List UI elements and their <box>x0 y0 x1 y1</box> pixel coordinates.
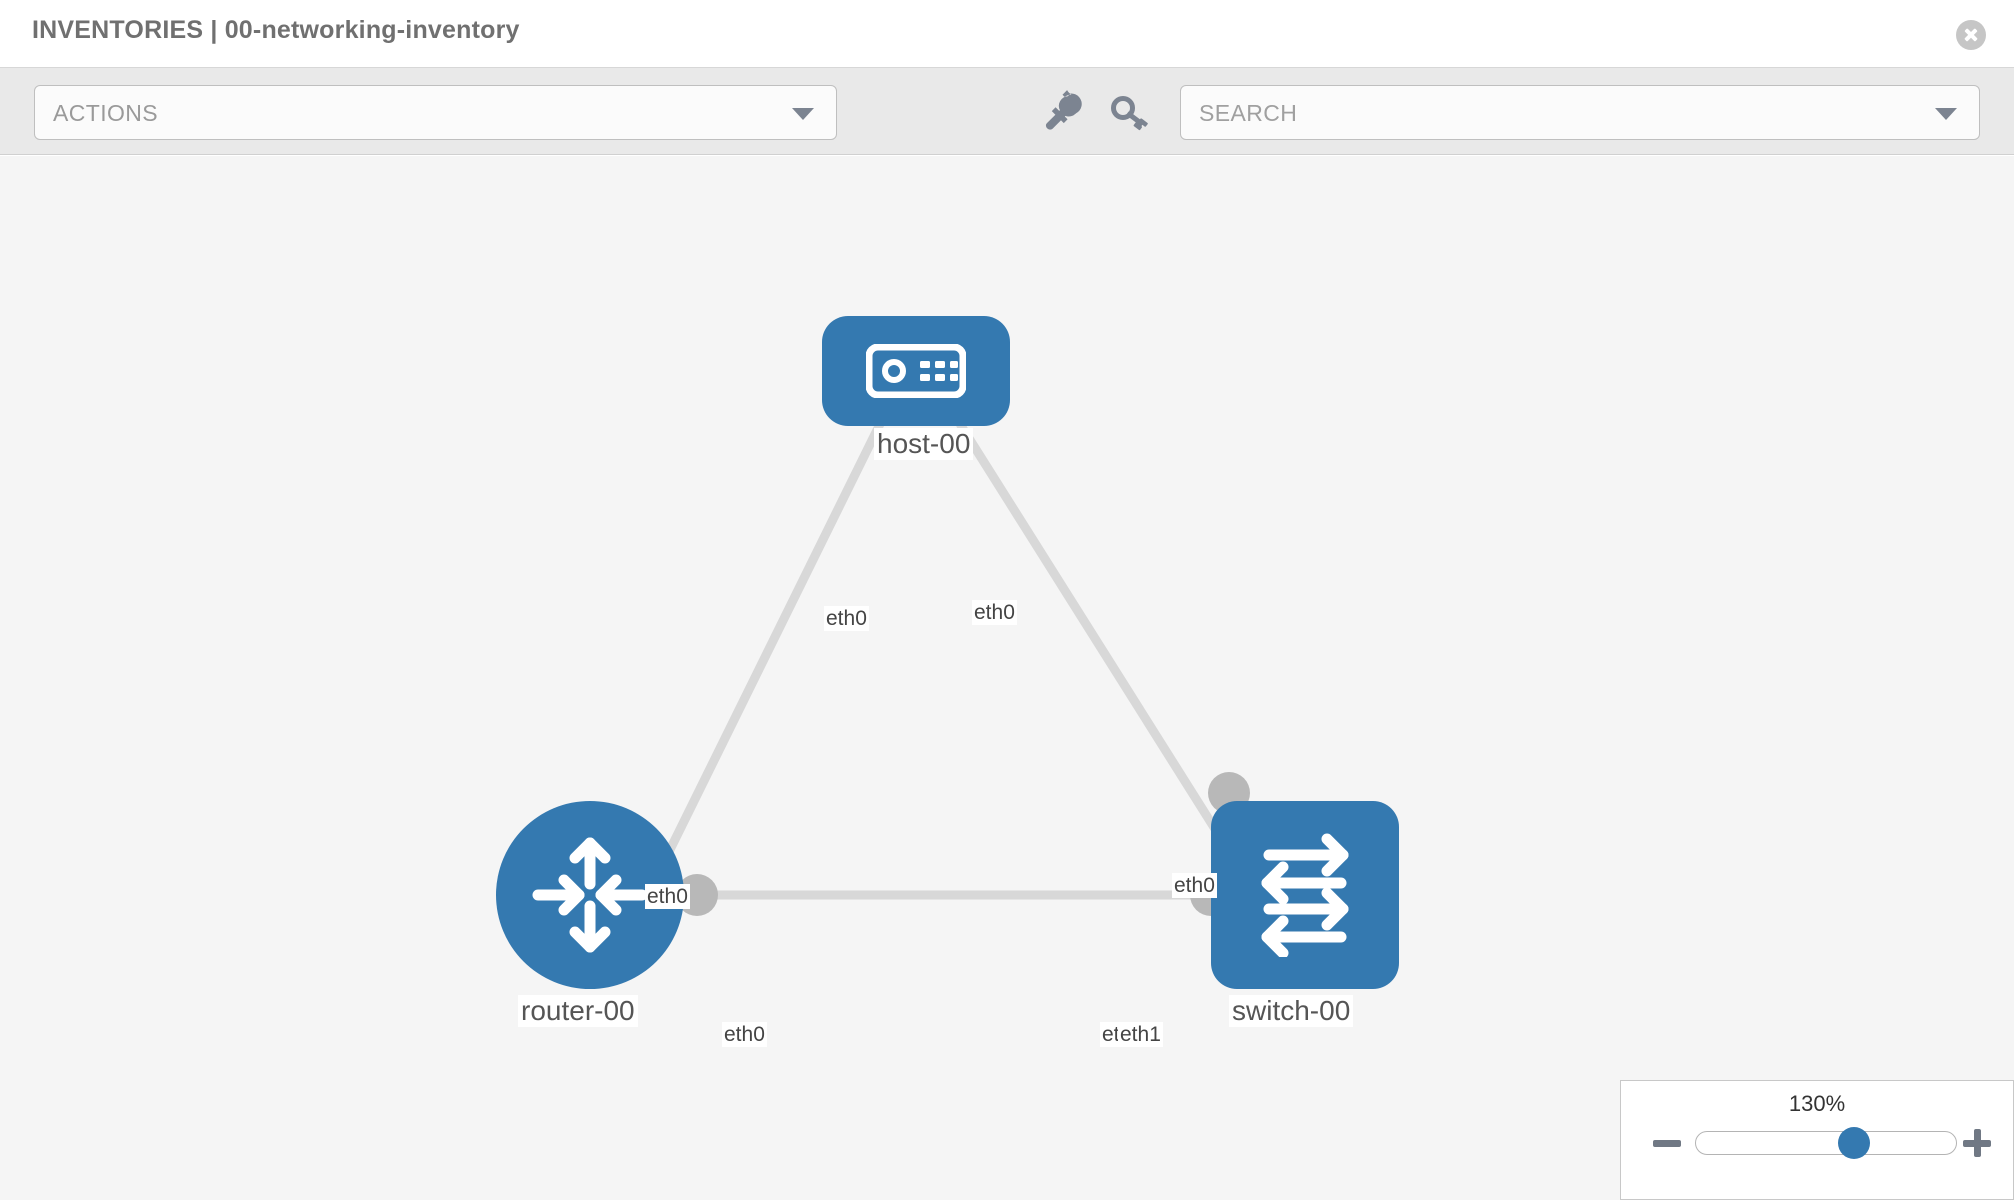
zoom-level-value: 130% <box>1788 1091 1846 1116</box>
page-header: INVENTORIES | 00-networking-inventory <box>0 0 2014 68</box>
search-placeholder: SEARCH <box>1199 100 1298 126</box>
link-label-eth1: eth1 <box>1118 1022 1163 1048</box>
topology-links <box>655 421 1236 900</box>
topology-canvas[interactable]: host-00 rout <box>0 156 2014 1200</box>
server-device-icon <box>866 344 966 398</box>
plus-icon[interactable] <box>1963 1129 1991 1157</box>
link-label-eth0: eth0 <box>972 600 1017 626</box>
zoom-slider-thumb[interactable] <box>1837 1127 1870 1159</box>
link-label-eth0: eth0 <box>824 606 869 632</box>
chevron-down-icon <box>1935 107 1957 120</box>
link-label-eth0: eth0 <box>1172 873 1217 899</box>
actions-dropdown-label: ACTIONS <box>53 100 159 126</box>
switch-node-shape[interactable] <box>1211 801 1399 989</box>
zoom-slider-track[interactable] <box>1695 1131 1957 1155</box>
router-arrows-icon <box>532 837 648 953</box>
link-label-eth0: eth0 <box>722 1022 767 1048</box>
toolbar: ACTIONS SEARCH <box>0 68 2014 155</box>
search-input[interactable]: SEARCH <box>1180 85 1980 140</box>
chevron-down-icon <box>792 107 814 120</box>
zoom-control-panel: 130% <box>1620 1080 2014 1200</box>
actions-dropdown[interactable]: ACTIONS <box>34 85 837 140</box>
close-icon[interactable] <box>1956 20 1986 50</box>
switch-exchange-icon <box>1261 833 1349 957</box>
wrench-icon[interactable] <box>1038 88 1086 136</box>
key-icon[interactable] <box>1105 88 1153 136</box>
node-label-host-00: host-00 <box>874 428 974 461</box>
minus-icon[interactable] <box>1653 1129 1681 1157</box>
link-label-eth0: eth0 <box>645 884 690 910</box>
page-title: INVENTORIES | 00-networking-inventory <box>32 16 520 44</box>
node-label-router-00: router-00 <box>518 995 638 1028</box>
node-label-switch-00: switch-00 <box>1229 995 1354 1028</box>
host-node-shape[interactable] <box>822 316 1010 426</box>
